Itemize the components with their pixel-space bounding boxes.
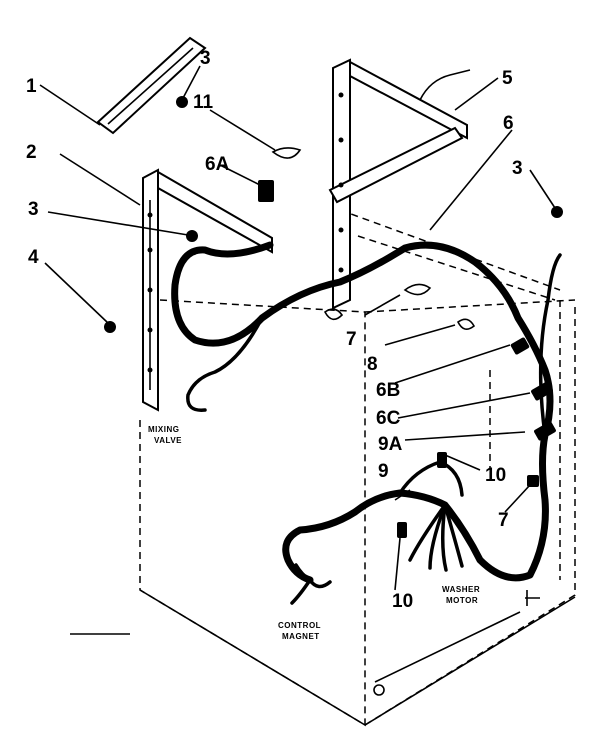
- callout-3-right: 3: [512, 158, 523, 179]
- callout-numbers: 1 2 3 3 4 11 5 6 6A 3 7 8 6B 6C 9A 9 10 …: [26, 48, 523, 612]
- part-2-left-bracket: [142, 168, 273, 412]
- wiring-harness: [171, 147, 562, 605]
- callout-7-right: 7: [498, 510, 509, 531]
- callout-7-mid: 7: [346, 329, 357, 350]
- washer-motor-label-line1: WASHER: [442, 585, 480, 594]
- callout-9a: 9A: [378, 434, 403, 455]
- callout-8: 8: [367, 354, 378, 375]
- washer-motor-label-line2: MOTOR: [446, 596, 478, 605]
- part-5-right-bracket: [328, 58, 471, 310]
- control-magnet-label-line2: MAGNET: [282, 632, 320, 641]
- washer-cabinet: [70, 209, 576, 727]
- callout-6b: 6B: [376, 380, 400, 401]
- callout-2: 2: [26, 142, 37, 163]
- callout-9: 9: [378, 461, 389, 482]
- control-magnet-label-line1: CONTROL: [278, 621, 321, 630]
- callout-3-left: 3: [28, 199, 39, 220]
- screws: [104, 96, 563, 333]
- callout-3-top: 3: [200, 48, 211, 69]
- leader-lines: [39, 65, 556, 591]
- callout-1: 1: [26, 76, 37, 97]
- callout-5: 5: [502, 68, 513, 89]
- callout-10-right: 10: [485, 465, 506, 486]
- callout-11: 11: [193, 92, 214, 113]
- part-labels: MIXING VALVE CONTROL MAGNET WASHER MOTOR: [148, 425, 480, 641]
- callout-4: 4: [28, 247, 39, 268]
- callout-6-top: 6: [503, 113, 514, 134]
- mixing-valve-label-line2: VALVE: [154, 436, 182, 445]
- part-1-panel-strip: [96, 36, 207, 135]
- callout-10-bottom: 10: [392, 591, 413, 612]
- callout-6c: 6C: [376, 408, 401, 429]
- callout-6a-top: 6A: [205, 154, 230, 175]
- mixing-valve-label-line1: MIXING: [148, 425, 179, 434]
